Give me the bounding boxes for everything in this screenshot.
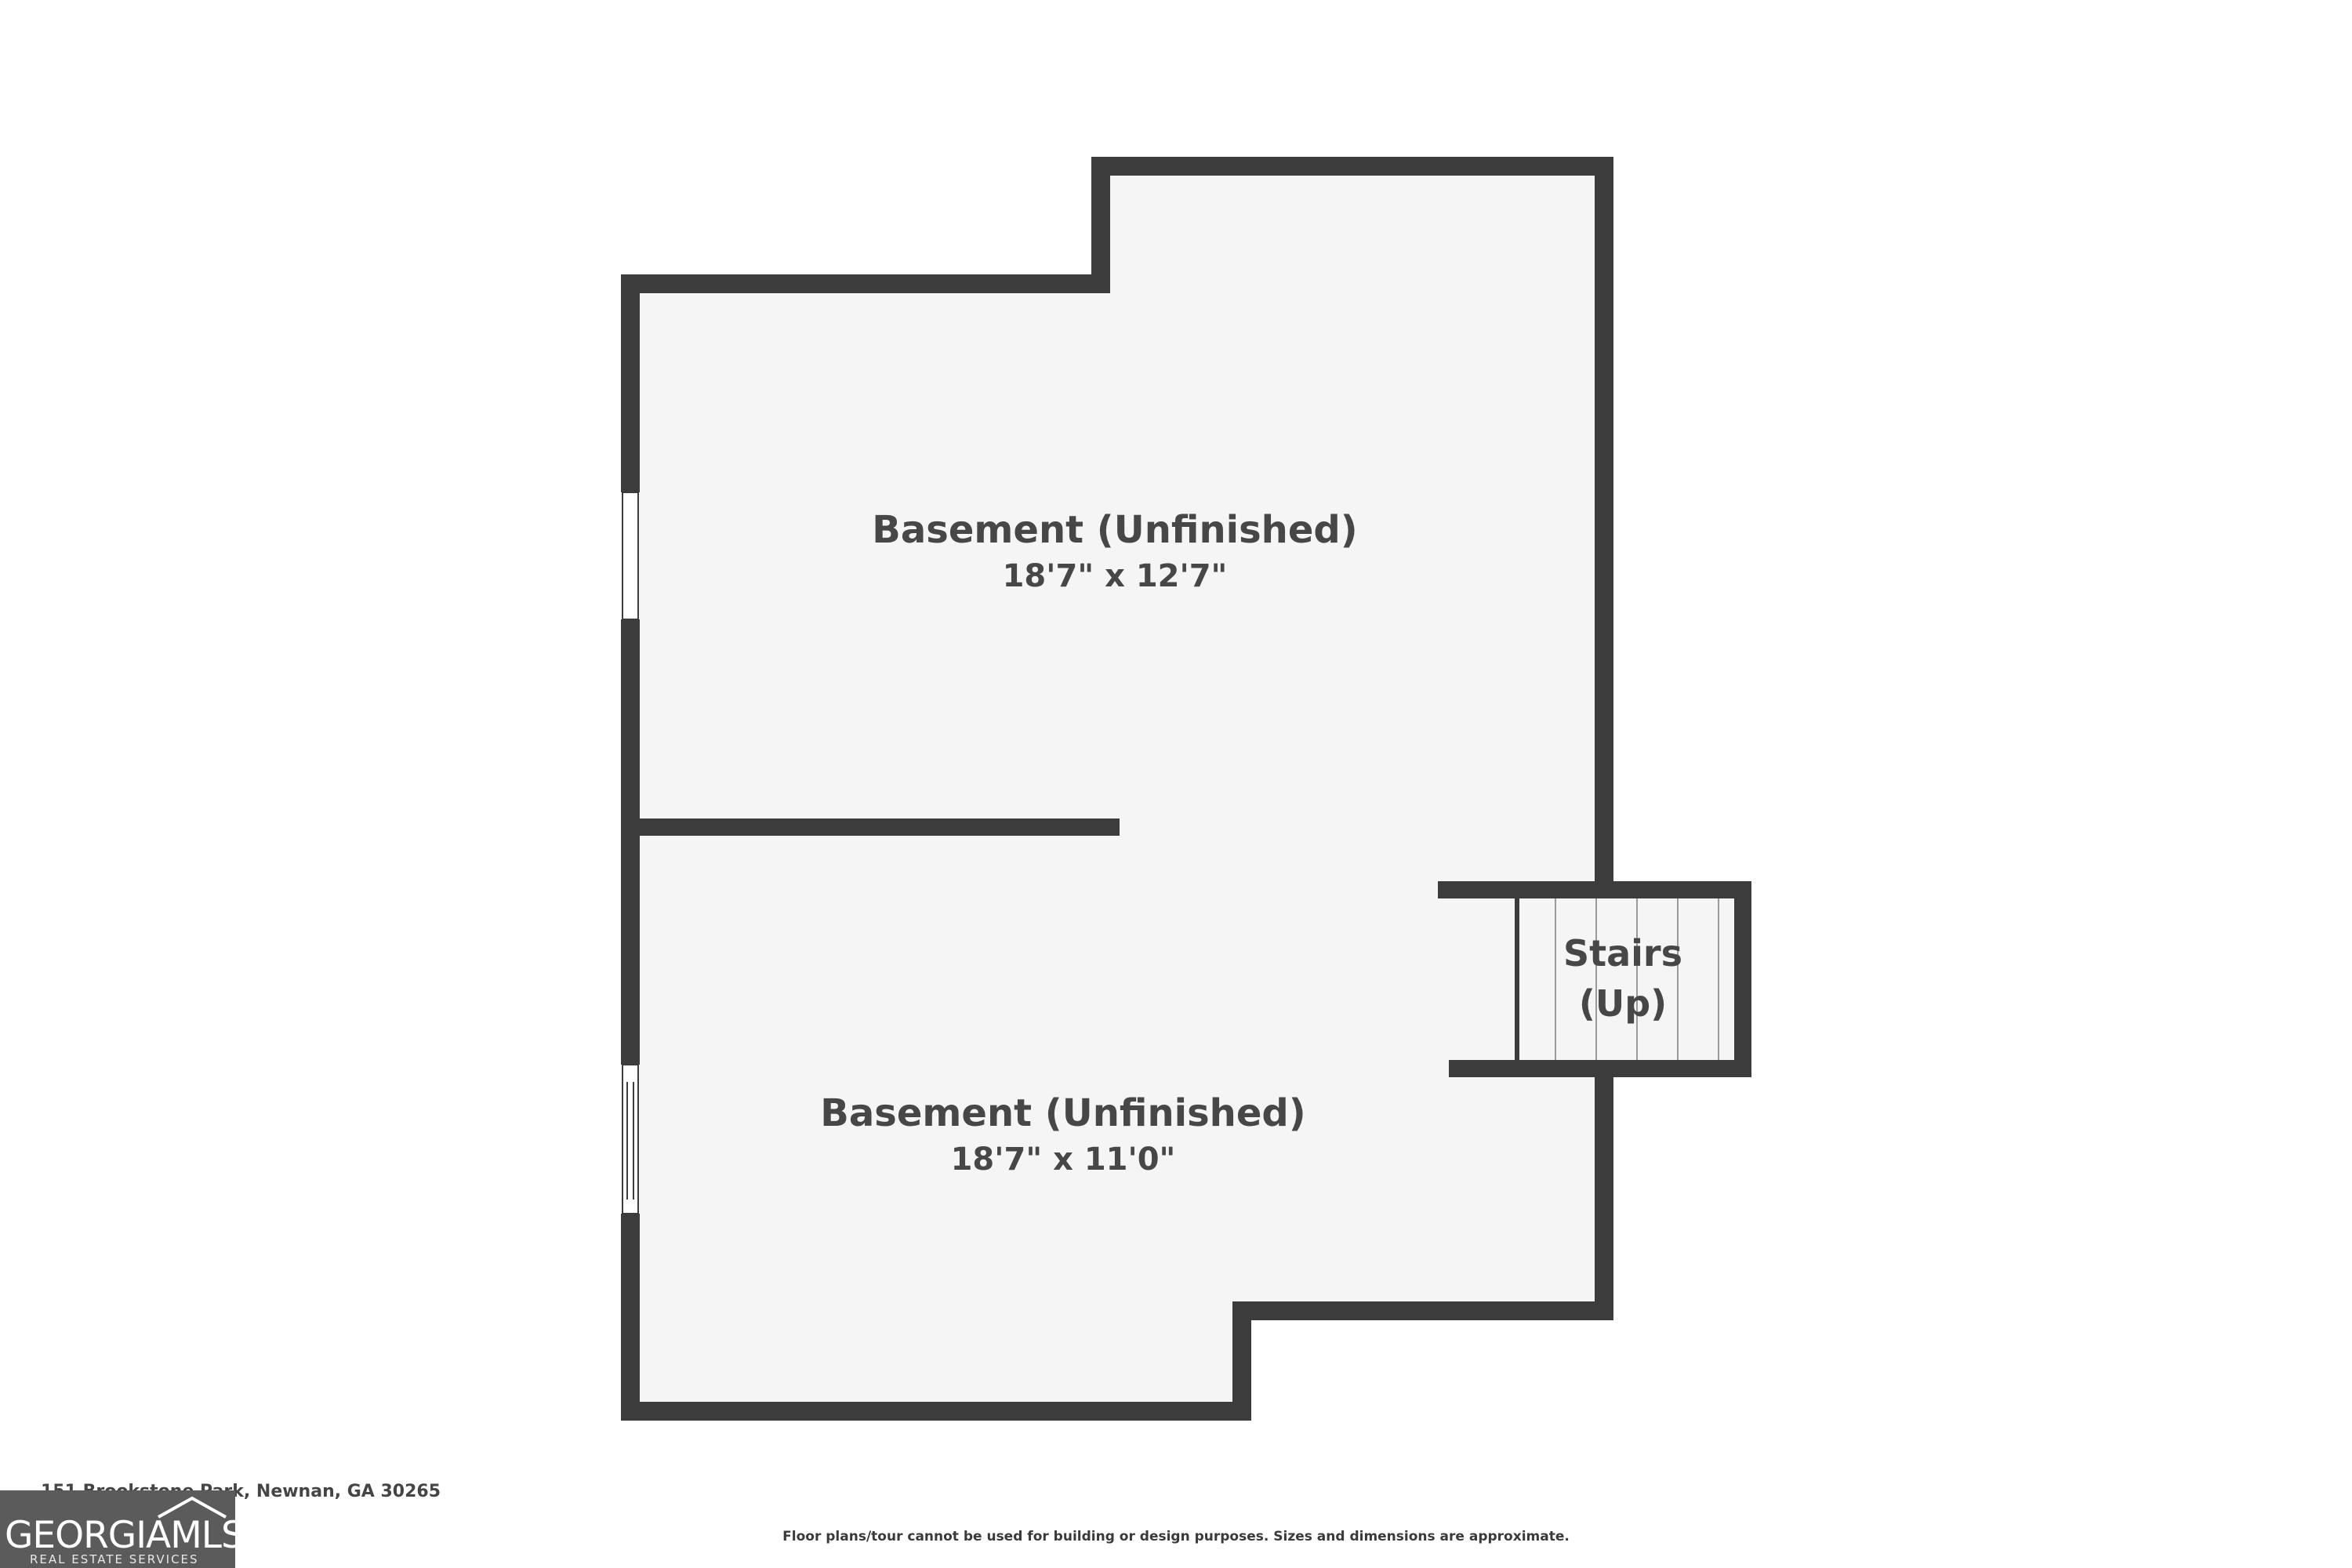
window-lower bbox=[622, 1064, 639, 1214]
room-1-name: Basement (Unfinished) bbox=[872, 508, 1357, 552]
stairs-label-line1: Stairs bbox=[1563, 932, 1682, 975]
room-1-dimensions: 18'7" x 12'7" bbox=[1003, 558, 1228, 594]
room-2-dimensions: 18'7" x 11'0" bbox=[951, 1142, 1176, 1178]
window-upper bbox=[622, 492, 639, 620]
exterior-walls bbox=[621, 157, 1613, 1421]
georgia-mls-logo: GEORGIAMLS REAL ESTATE SERVICES bbox=[0, 1490, 245, 1568]
room-2-name: Basement (Unfinished) bbox=[820, 1091, 1305, 1135]
roof-icon bbox=[158, 1496, 227, 1519]
interior-partition-wall bbox=[640, 818, 1120, 836]
stairs-label-line2: (Up) bbox=[1579, 982, 1667, 1025]
logo-tagline: REAL ESTATE SERVICES bbox=[30, 1552, 199, 1566]
disclaimer-text: Floor plans/tour cannot be used for buil… bbox=[782, 1529, 1570, 1544]
stairs bbox=[1438, 881, 1751, 1077]
floor-area bbox=[630, 169, 1748, 1411]
logo-wordmark: GEORGIAMLS bbox=[5, 1514, 245, 1557]
